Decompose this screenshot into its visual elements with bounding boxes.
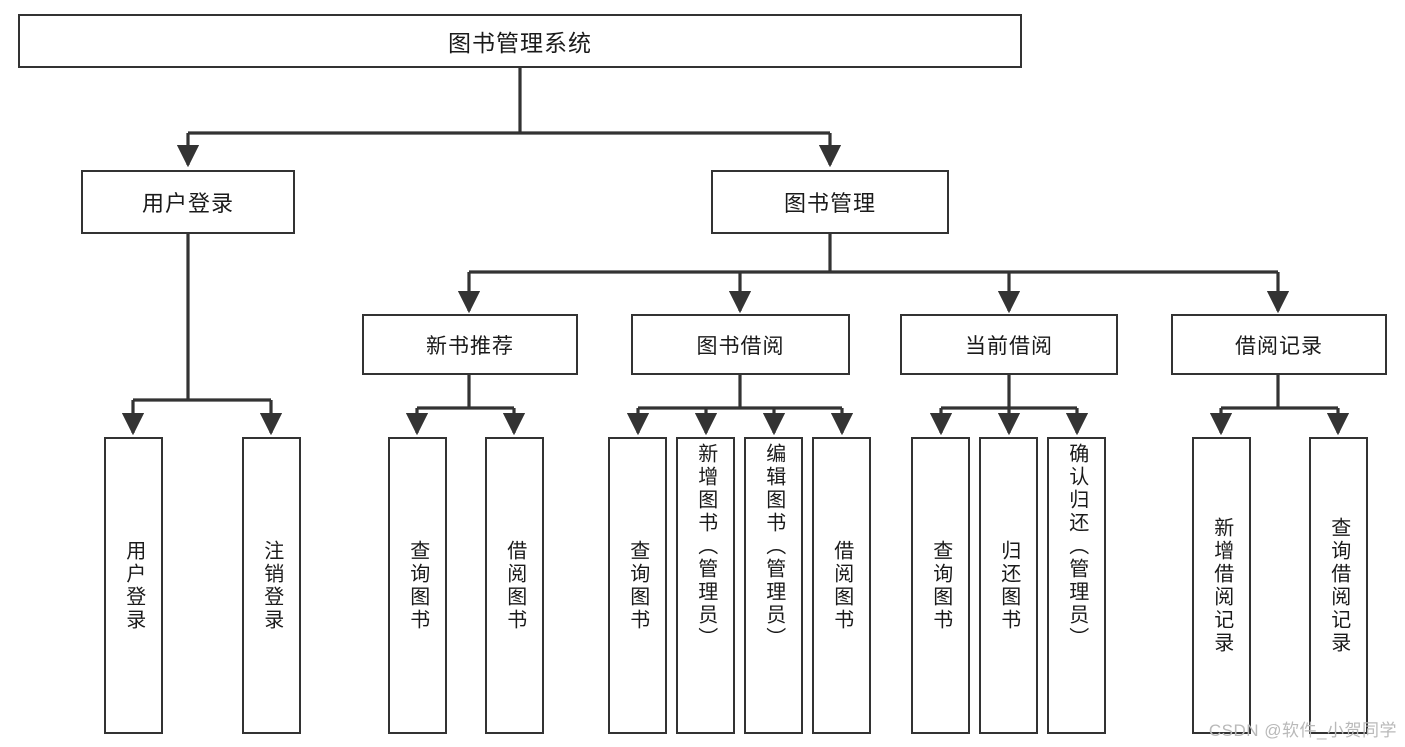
node-user-login[interactable]: 用户登录 [81,170,295,234]
node-leaf-query-book-3[interactable]: 查询图书 [911,437,970,734]
node-leaf-logout[interactable]: 注销登录 [242,437,301,734]
node-book-borrow[interactable]: 图书借阅 [631,314,850,375]
node-leaf-user-login[interactable]: 用户登录 [104,437,163,734]
node-leaf-query-record[interactable]: 查询借阅记录 [1309,437,1368,734]
node-new-book-recommend-label: 新书推荐 [426,334,514,358]
node-leaf-user-login-label: 用户登录 [122,539,145,632]
node-leaf-logout-label: 注销登录 [260,539,283,632]
node-borrow-record-label: 借阅记录 [1235,334,1323,358]
node-leaf-add-book[interactable]: 新增图书（管理员） [676,437,735,734]
node-leaf-query-book-1[interactable]: 查询图书 [388,437,447,734]
node-leaf-borrow-book-2-label: 借阅图书 [830,539,853,632]
node-root-label: 图书管理系统 [448,30,592,56]
csdn-watermark: CSDN @软件_小贺同学 [1208,721,1397,740]
node-leaf-edit-book[interactable]: 编辑图书（管理员） [744,437,803,734]
node-leaf-borrow-book-1-label: 借阅图书 [503,539,526,632]
node-leaf-return-book-label: 归还图书 [997,539,1020,632]
node-leaf-return-book[interactable]: 归还图书 [979,437,1038,734]
node-borrow-record[interactable]: 借阅记录 [1171,314,1387,375]
node-current-borrow-label: 当前借阅 [965,334,1053,358]
node-root[interactable]: 图书管理系统 [18,14,1022,68]
node-leaf-query-book-3-label: 查询图书 [929,539,952,632]
node-leaf-borrow-book-1[interactable]: 借阅图书 [485,437,544,734]
node-leaf-add-record-label: 新增借阅记录 [1210,516,1233,655]
node-leaf-edit-book-label: 编辑图书（管理员） [762,443,785,650]
node-book-borrow-label: 图书借阅 [696,334,785,358]
node-leaf-query-book-2-label: 查询图书 [626,539,649,632]
node-leaf-add-book-label: 新增图书（管理员） [694,443,717,650]
node-current-borrow[interactable]: 当前借阅 [900,314,1118,375]
node-leaf-query-book-2[interactable]: 查询图书 [608,437,667,734]
node-leaf-query-book-1-label: 查询图书 [406,539,429,632]
node-user-login-label: 用户登录 [141,191,234,216]
node-new-book-recommend[interactable]: 新书推荐 [362,314,578,375]
node-book-management-label: 图书管理 [783,191,876,216]
node-leaf-confirm-return[interactable]: 确认归还（管理员） [1047,437,1106,734]
node-book-management[interactable]: 图书管理 [711,170,949,234]
node-leaf-borrow-book-2[interactable]: 借阅图书 [812,437,871,734]
node-leaf-query-record-label: 查询借阅记录 [1327,516,1350,655]
node-leaf-confirm-return-label: 确认归还（管理员） [1065,443,1088,650]
node-leaf-add-record[interactable]: 新增借阅记录 [1192,437,1251,734]
